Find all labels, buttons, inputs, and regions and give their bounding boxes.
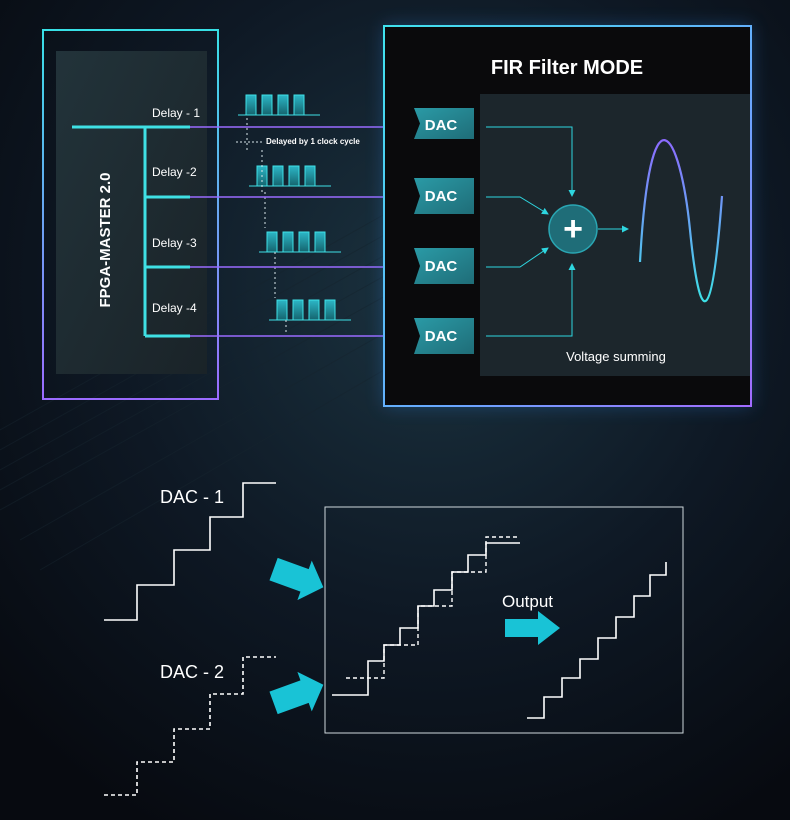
dac-label-1: DAC xyxy=(425,117,458,134)
pulse-2-3 xyxy=(288,165,300,187)
dac-block-4: DAC xyxy=(414,318,474,354)
summing-node: + xyxy=(548,204,598,254)
sum-staircase-dashed xyxy=(346,536,520,679)
dac-block-1: DAC xyxy=(414,108,474,139)
dac-block-3: DAC xyxy=(414,248,474,284)
clock-delay-note: Delayed by 1 clock cycle xyxy=(266,137,360,146)
dac1-label: DAC - 1 xyxy=(160,487,224,507)
sum-staircase-solid xyxy=(332,542,520,696)
dac-block-2: DAC xyxy=(414,178,474,214)
pulse-1-4 xyxy=(293,94,305,116)
signal-arrows xyxy=(190,120,410,343)
pulse-4-3 xyxy=(308,299,320,321)
arrow-to-output xyxy=(505,611,560,645)
summation-box xyxy=(324,506,684,734)
pulse-4-1 xyxy=(276,299,288,321)
pulse-2-2 xyxy=(272,165,284,187)
pulse-1-2 xyxy=(261,94,273,116)
pulse-3-3 xyxy=(298,231,310,253)
delay-label-2: Delay -2 xyxy=(152,165,197,179)
pulse-3-4 xyxy=(314,231,326,253)
voltage-summing-caption: Voltage summing xyxy=(566,349,666,364)
delay-label-3: Delay -3 xyxy=(152,236,197,250)
dac-label-3: DAC xyxy=(425,258,458,275)
arrow-dac2-to-sum xyxy=(269,671,324,715)
dac1-staircase xyxy=(104,482,276,621)
sine-wave xyxy=(638,139,724,303)
pulse-trains xyxy=(238,94,351,321)
sum-symbol: + xyxy=(563,210,583,248)
pulse-2-4 xyxy=(304,165,316,187)
dac-label-4: DAC xyxy=(425,328,458,345)
pulse-3-2 xyxy=(282,231,294,253)
fpga-bus xyxy=(72,125,190,338)
dac2-label: DAC - 2 xyxy=(160,662,224,682)
pulse-4-2 xyxy=(292,299,304,321)
output-label: Output xyxy=(502,592,553,611)
delay-label-4: Delay -4 xyxy=(152,301,197,315)
output-staircase xyxy=(527,562,667,719)
pulse-1-1 xyxy=(245,94,257,116)
arrow-dac1-to-sum xyxy=(269,557,324,601)
fpga-title: FPGA-MASTER 2.0 xyxy=(97,172,114,307)
pulse-1-3 xyxy=(277,94,289,116)
fpga-panel: FPGA-MASTER 2.0 xyxy=(42,29,219,400)
summing-connections xyxy=(486,126,629,337)
dac-label-2: DAC xyxy=(425,188,458,205)
pulse-3-1 xyxy=(266,231,278,253)
delay-guide-lines xyxy=(246,118,287,332)
pulse-4-4 xyxy=(324,299,336,321)
dac2-staircase xyxy=(104,656,276,796)
delay-label-1: Delay - 1 xyxy=(152,106,200,120)
fir-title: FIR Filter MODE xyxy=(491,57,643,79)
